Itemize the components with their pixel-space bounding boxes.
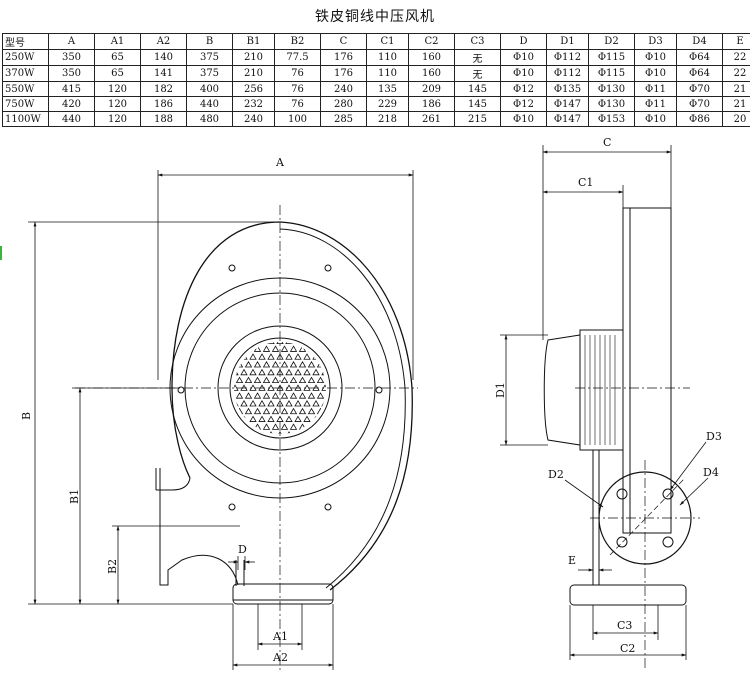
outlet-duct	[159, 477, 239, 586]
table-cell: 480	[186, 111, 233, 127]
label-A: A	[275, 156, 285, 169]
screw-bottom-right	[324, 503, 332, 511]
motor-fins	[584, 335, 616, 445]
front-base	[232, 583, 334, 605]
label-E: E	[568, 554, 576, 567]
screw-top	[228, 264, 236, 272]
front-view	[75, 205, 418, 672]
table-cell: 261	[408, 111, 455, 127]
side-base	[569, 584, 687, 606]
label-C: C	[603, 136, 611, 149]
side-view	[543, 207, 700, 670]
side-dimension-labels: C C1 D1 D2 D3 D4 E C3 C2	[494, 136, 722, 655]
label-C2: C2	[620, 642, 635, 655]
motor-cap	[543, 334, 581, 446]
table-cell: 188	[140, 111, 187, 127]
front-dimensions	[28, 170, 414, 670]
side-dimensions	[500, 145, 709, 660]
label-B: B	[20, 412, 33, 420]
label-D4: D4	[703, 466, 719, 479]
table-cell: 1100W	[2, 111, 49, 127]
table-cell: 240	[232, 111, 275, 127]
flange-bolt-2	[662, 488, 674, 500]
label-C3: C3	[617, 619, 632, 632]
flange-bolt-1	[616, 488, 628, 500]
label-B2: B2	[106, 559, 119, 574]
screw-top-right	[324, 264, 332, 272]
screw-right	[375, 386, 383, 394]
motor-body	[579, 329, 624, 451]
scroll-housing-inner	[279, 228, 406, 589]
screw-bottom-left	[228, 503, 236, 511]
label-D1: D1	[494, 382, 507, 398]
flange-bolt-3	[616, 536, 628, 548]
front-dimension-labels: A B B1 B2 D A1 A2	[20, 156, 288, 664]
label-B1: B1	[68, 489, 81, 504]
label-D: D	[238, 543, 247, 556]
label-D3: D3	[706, 430, 722, 443]
label-C1: C1	[578, 176, 593, 189]
label-A1: A1	[272, 630, 288, 643]
flange-bolt-4	[662, 536, 674, 548]
label-A2: A2	[272, 651, 288, 664]
fan-grill	[234, 342, 326, 434]
table-cell: Φ147	[546, 111, 589, 127]
table-cell: 20	[722, 111, 750, 127]
label-D2: D2	[548, 468, 564, 481]
page-title: 铁皮铜线中压风机	[315, 9, 435, 25]
table-cell: 440	[48, 111, 95, 127]
edge-marker	[0, 246, 2, 260]
screw-left	[177, 386, 185, 394]
table-cell: 100	[274, 111, 321, 127]
table-cell: 120	[94, 111, 141, 127]
